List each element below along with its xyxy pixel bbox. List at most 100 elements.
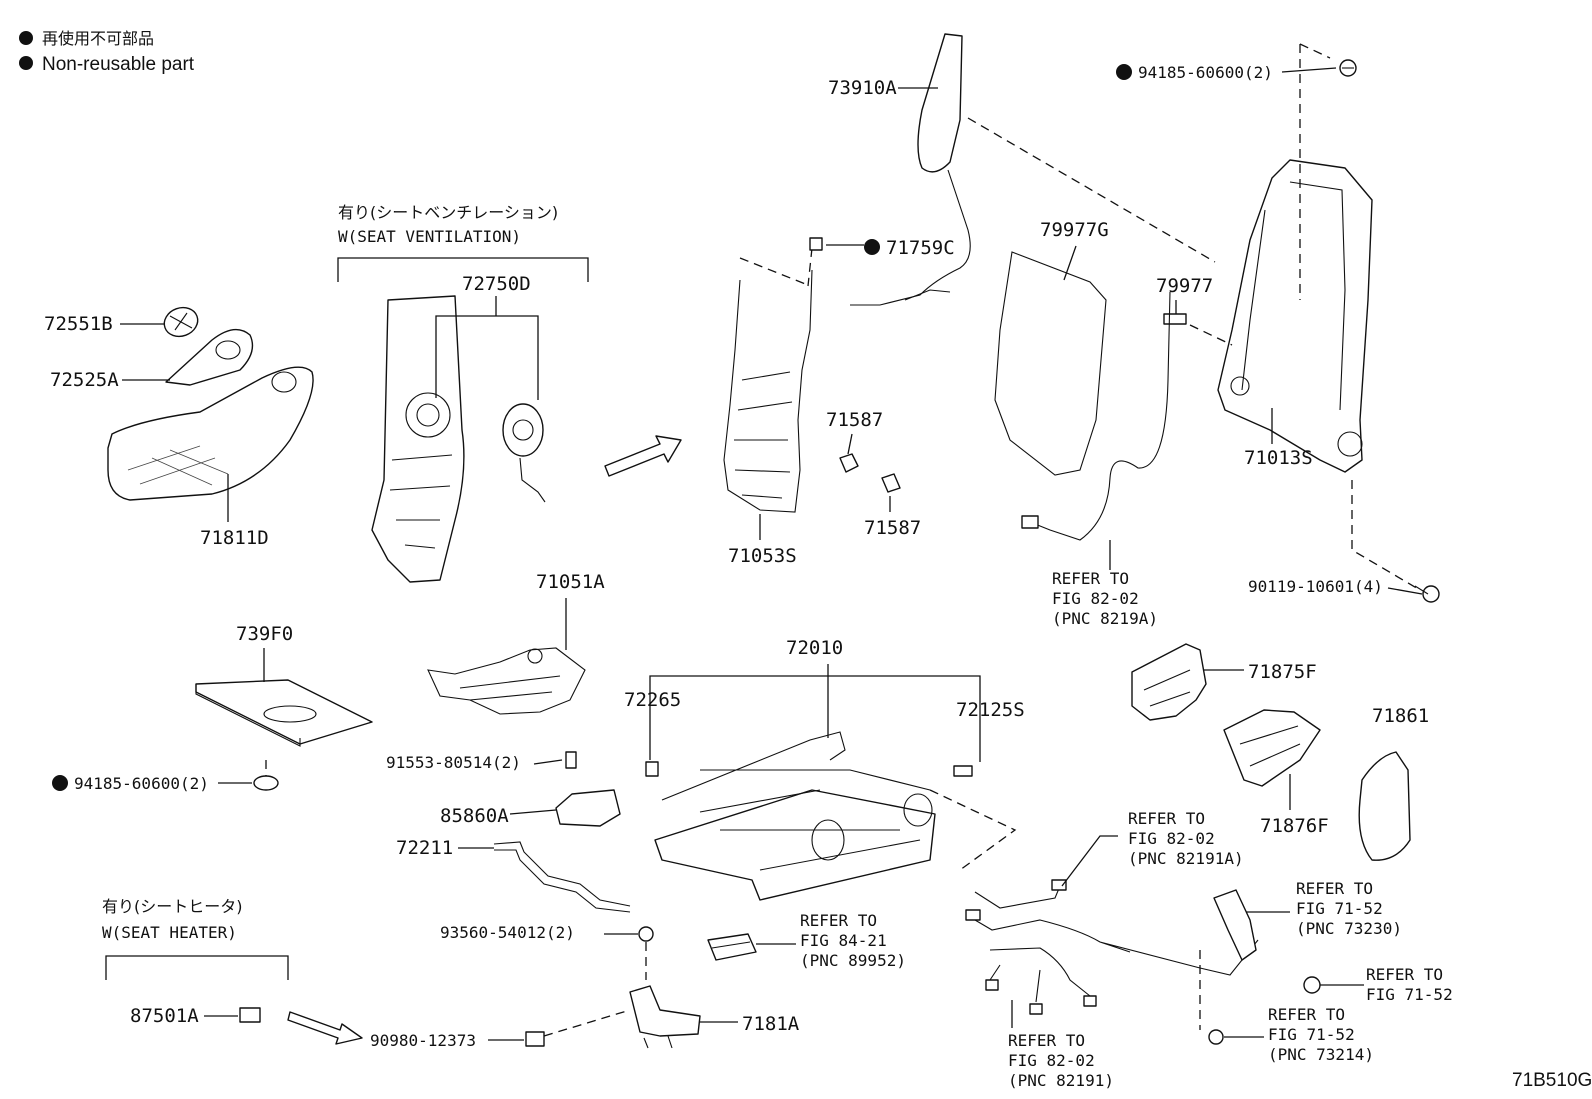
- refer-71-52[interactable]: REFER TO FIG 71-52: [1366, 965, 1453, 1004]
- dashed-leader: [1189, 324, 1233, 346]
- label-72265[interactable]: 72265: [624, 689, 681, 711]
- refer-line: FIG 71-52: [1366, 985, 1453, 1004]
- label-91553-80514[interactable]: 91553-80514(2): [386, 753, 521, 772]
- label-71759C[interactable]: 71759C: [886, 237, 955, 259]
- part-7181A-drawing: [629, 985, 701, 1049]
- label-94185-60600-top[interactable]: 94185-60600(2): [1138, 63, 1273, 82]
- refer-line: REFER TO: [1366, 965, 1443, 984]
- part-71876F-drawing: [1223, 709, 1321, 787]
- label-87501A[interactable]: 87501A: [130, 1005, 199, 1027]
- refer-73214[interactable]: REFER TO FIG 71-52 (PNC 73214): [1268, 1005, 1374, 1064]
- refer-82191[interactable]: REFER TO FIG 82-02 (PNC 82191): [1008, 1031, 1114, 1090]
- part-71875F-drawing: [1131, 643, 1207, 721]
- nut-icon: [1208, 1029, 1224, 1045]
- part-90980-drawing: [525, 1031, 545, 1047]
- label-79977G[interactable]: 79977G: [1040, 219, 1109, 241]
- label-72010[interactable]: 72010: [786, 637, 843, 659]
- part-71051A-drawing: [427, 647, 586, 715]
- label-71875F[interactable]: 71875F: [1248, 661, 1317, 683]
- harness-8219A-drawing: [1029, 291, 1171, 541]
- bolt-icon: [1414, 585, 1440, 603]
- refer-line: REFER TO: [1296, 879, 1373, 898]
- refer-line: (PNC 82191A): [1128, 849, 1244, 868]
- part-739F0-drawing: [195, 679, 373, 747]
- refer-line: REFER TO: [1128, 809, 1205, 828]
- refer-line: FIG 84-21: [800, 931, 887, 950]
- label-71876F[interactable]: 71876F: [1260, 815, 1329, 837]
- part-72211-drawing: [493, 841, 631, 913]
- label-71051A[interactable]: 71051A: [536, 571, 605, 593]
- part-72265-drawing: [645, 761, 659, 777]
- label-72750D[interactable]: 72750D: [462, 273, 531, 295]
- legend: 再使用不可部品 Non-reusable part: [19, 29, 195, 75]
- figure-id: 71B510G: [1512, 1070, 1592, 1091]
- harness-82191-drawing: [965, 879, 1259, 1015]
- refer-line: FIG 82-02: [1008, 1051, 1095, 1070]
- label-71587-upper[interactable]: 71587: [826, 409, 883, 431]
- refer-82191A[interactable]: REFER TO FIG 82-02 (PNC 82191A): [1128, 809, 1244, 868]
- bolt-icon: [638, 926, 654, 980]
- non-reusable-bullet-icon: [1116, 64, 1132, 80]
- part-79977-drawing: [1163, 313, 1187, 325]
- harness-connector-icon: [1021, 515, 1039, 529]
- dashed-leader: [1351, 480, 1421, 591]
- refer-line: FIG 71-52: [1268, 1025, 1355, 1044]
- part-72125S-drawing: [953, 765, 973, 777]
- refer-line: (PNC 82191): [1008, 1071, 1114, 1090]
- dashed-leader: [1299, 43, 1331, 59]
- refer-8219A[interactable]: REFER TO FIG 82-02 (PNC 8219A): [1052, 569, 1158, 628]
- part-73910A-drawing: [850, 33, 971, 306]
- refer-line: REFER TO: [1008, 1031, 1085, 1050]
- label-7181A[interactable]: 7181A: [742, 1013, 800, 1035]
- arrow-icon: [287, 1011, 363, 1045]
- refer-line: FIG 82-02: [1052, 589, 1139, 608]
- refer-line: (PNC 8219A): [1052, 609, 1158, 628]
- label-94185-60600-bottom[interactable]: 94185-60600(2): [74, 774, 209, 793]
- label-93560-54012[interactable]: 93560-54012(2): [440, 923, 575, 942]
- part-71759C-drawing: [809, 237, 823, 251]
- part-72551B-drawing: [163, 306, 199, 338]
- label-72125S[interactable]: 72125S: [956, 699, 1025, 721]
- non-reusable-bullet-icon: [52, 775, 68, 791]
- label-73910A[interactable]: 73910A: [828, 77, 897, 99]
- ventilation-label-en: W(SEAT VENTILATION): [338, 227, 521, 246]
- part-73230-drawing: [1213, 889, 1257, 961]
- part-71013S-drawing: [1217, 159, 1373, 473]
- label-71811D[interactable]: 71811D: [200, 527, 269, 549]
- non-reusable-bullet-icon: [19, 56, 33, 70]
- label-71861[interactable]: 71861: [1372, 705, 1429, 727]
- part-72010-drawing: [654, 731, 1017, 901]
- label-90980-12373[interactable]: 90980-12373: [370, 1031, 476, 1050]
- label-739F0[interactable]: 739F0: [236, 623, 293, 645]
- bolt-icon: [1339, 59, 1357, 77]
- nut-icon: [253, 760, 279, 791]
- part-71811D-drawing: [107, 366, 314, 501]
- part-89952-drawing: [707, 933, 757, 961]
- non-reusable-bullet-icon: [864, 239, 880, 255]
- part-71587-drawing: [839, 453, 901, 493]
- part-72525A-drawing: [165, 328, 254, 386]
- part-85860A-drawing: [555, 751, 621, 827]
- label-71587-lower[interactable]: 71587: [864, 517, 921, 539]
- dashed-leader: [543, 1009, 631, 1037]
- non-reusable-bullet-icon: [19, 31, 33, 45]
- label-90119-10601[interactable]: 90119-10601(4): [1248, 577, 1383, 596]
- legend-en: Non-reusable part: [42, 54, 195, 75]
- refer-line: FIG 82-02: [1128, 829, 1215, 848]
- refer-line: REFER TO: [1052, 569, 1129, 588]
- refer-73230[interactable]: REFER TO FIG 71-52 (PNC 73230): [1296, 879, 1402, 938]
- label-71013S[interactable]: 71013S: [1244, 447, 1313, 469]
- refer-line: REFER TO: [800, 911, 877, 930]
- label-72551B[interactable]: 72551B: [44, 313, 113, 335]
- heater-label-jp: 有り(シートヒータ): [102, 897, 243, 916]
- part-71861-drawing: [1358, 751, 1411, 861]
- label-72211[interactable]: 72211: [396, 837, 453, 859]
- label-85860A[interactable]: 85860A: [440, 805, 509, 827]
- refer-89952[interactable]: REFER TO FIG 84-21 (PNC 89952): [800, 911, 906, 970]
- label-71053S[interactable]: 71053S: [728, 545, 797, 567]
- arrow-icon: [604, 435, 682, 477]
- label-72525A[interactable]: 72525A: [50, 369, 119, 391]
- refer-line: (PNC 73230): [1296, 919, 1402, 938]
- label-79977[interactable]: 79977: [1156, 275, 1213, 297]
